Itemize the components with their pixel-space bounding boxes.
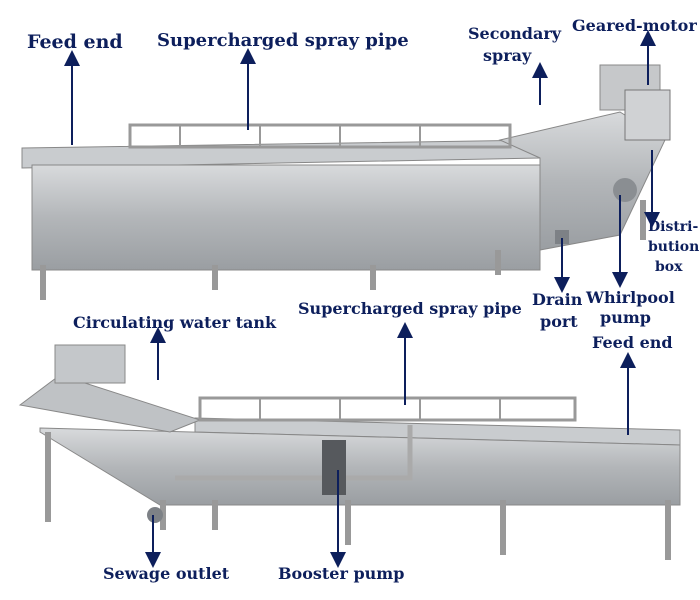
annotation-arrows xyxy=(64,30,660,568)
label-whirlpool-pump-1: Whirlpool xyxy=(586,288,675,307)
label-geared-motor: Geared-motor xyxy=(572,16,697,35)
label-secondary-spray-2: spray xyxy=(483,46,532,65)
label-feed-end-bottom: Feed end xyxy=(592,333,673,352)
label-distribution-box-3: box xyxy=(655,259,683,275)
label-feed-end-top: Feed end xyxy=(27,31,123,53)
label-drain-port-1: Drain xyxy=(532,290,583,309)
label-spray-pipe-bottom: Supercharged spray pipe xyxy=(298,299,522,318)
top-machine xyxy=(21,64,671,300)
label-spray-pipe-top: Supercharged spray pipe xyxy=(157,30,409,51)
label-circulating-water-tank: Circulating water tank xyxy=(73,313,277,332)
label-drain-port-2: port xyxy=(540,312,578,331)
label-secondary-spray-1: Secondary xyxy=(468,24,562,43)
bottom-machine xyxy=(18,344,681,560)
label-distribution-box-2: bution xyxy=(648,239,700,255)
label-sewage-outlet: Sewage outlet xyxy=(103,564,230,583)
label-distribution-box-1: Distri- xyxy=(648,219,699,235)
label-whirlpool-pump-2: pump xyxy=(600,308,651,327)
label-booster-pump: Booster pump xyxy=(278,564,405,583)
